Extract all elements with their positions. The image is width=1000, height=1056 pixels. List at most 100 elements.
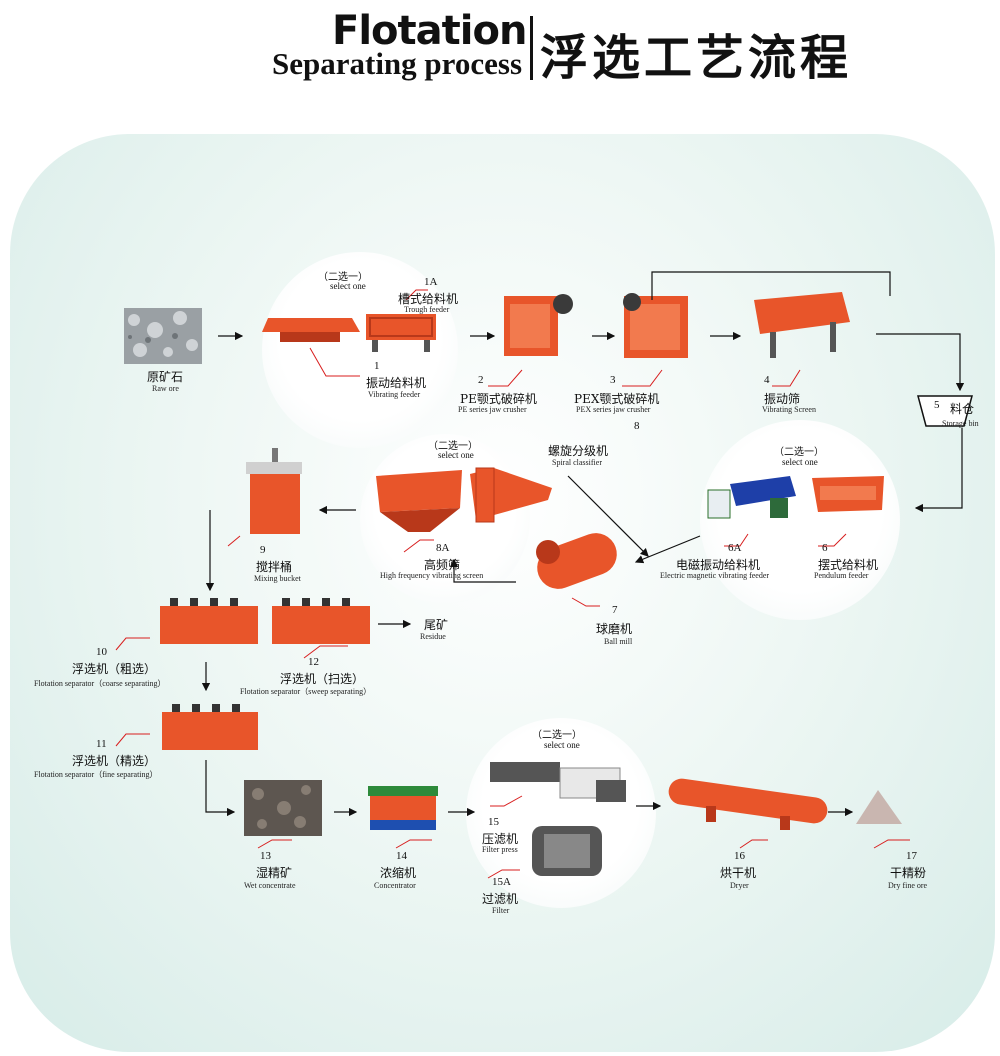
pe-jaw-crusher-machine — [504, 294, 573, 356]
step-9-en: Mixing bucket — [254, 574, 301, 583]
step-13-en: Wet concentrate — [244, 881, 296, 890]
step-6-en: Pendulum feeder — [814, 571, 869, 580]
step-8-cn: 螺旋分级机 — [548, 444, 609, 458]
step-15a-en: Filter — [492, 906, 510, 915]
step-11-en: Flotation separator（fine separating） — [34, 770, 158, 779]
step-15a-cn: 过滤机 — [482, 892, 519, 906]
raw-ore-cn: 原矿石 — [147, 370, 184, 384]
residue-cn: 尾矿 — [424, 618, 449, 632]
step-11-cn: 浮选机（精选） — [72, 754, 157, 768]
step-10-number: 10 — [96, 646, 107, 658]
step-16-number: 16 — [734, 850, 745, 862]
flotation-sweep-machine — [272, 598, 370, 644]
select-one-cn-filters: （二选一） — [532, 730, 582, 741]
step-5-number: 5 — [934, 399, 940, 411]
step-8a-en: High frequency vibrating screen — [380, 571, 484, 580]
wet-concentrate-image — [244, 780, 322, 836]
raw-ore-image — [124, 308, 202, 364]
step-12-cn: 浮选机（扫选） — [280, 672, 365, 686]
vibrating-screen-machine — [754, 292, 850, 358]
step-13-number: 13 — [260, 850, 271, 862]
step-2-number: 2 — [478, 374, 484, 386]
step-6a-en: Electric magnetic vibrating feeder — [660, 571, 770, 580]
step-1a-en: Trough feeder — [404, 305, 450, 314]
select-one-cn-feeders: （二选一） — [318, 272, 368, 283]
ball-mill-machine — [536, 533, 617, 589]
screen-return-line — [651, 271, 891, 300]
select-one-en-feeders: select one — [330, 281, 366, 291]
select-one-cn-pendulum: （二选一） — [774, 447, 824, 458]
step-14-en: Concentrator — [374, 881, 416, 890]
dryer-machine — [668, 778, 828, 830]
bubble-pendulum — [700, 420, 900, 620]
step-17-number: 17 — [906, 850, 917, 862]
high-frequency-screen-machine — [376, 470, 462, 532]
step-9-number: 9 — [260, 544, 266, 556]
title-english-line2: Separating process — [272, 46, 523, 81]
step-14-cn: 浓缩机 — [380, 866, 417, 880]
step-4-cn: 振动筛 — [764, 392, 801, 406]
title-divider — [530, 16, 533, 80]
concentrator-machine — [368, 786, 438, 830]
step-3-en: PEX series jaw crusher — [576, 405, 651, 414]
vibrating-feeder-machine — [262, 318, 360, 342]
select-one-cn-screens: （二选一） — [428, 441, 478, 452]
pendulum-feeder-machine — [812, 476, 884, 512]
filter-press-machine — [490, 762, 626, 802]
step-6-number: 6 — [822, 542, 828, 554]
step-3-number: 3 — [610, 374, 616, 386]
vacuum-filter-machine — [532, 826, 602, 876]
step-15-number: 15 — [488, 816, 499, 828]
step-10-cn: 浮选机（粗选） — [72, 662, 157, 676]
step-3-cn: PEX颚式破碎机 — [574, 392, 660, 406]
title-chinese: 浮选工艺流程 — [540, 30, 853, 86]
step-8-number: 8 — [634, 420, 640, 432]
step-16-cn: 烘干机 — [720, 866, 757, 880]
flotation-fine-machine — [162, 704, 258, 750]
step-2-en: PE series jaw crusher — [458, 405, 527, 414]
select-one-en-pendulum: select one — [782, 457, 818, 467]
step-5-cn: 料仓 — [950, 402, 975, 416]
step-6-cn: 摆式给料机 — [818, 558, 879, 572]
step-10-en: Flotation separator（coarse separating） — [34, 679, 166, 688]
trough-feeder-machine — [366, 314, 436, 352]
mixing-bucket-machine — [246, 448, 302, 534]
step-4-number: 4 — [764, 374, 770, 386]
step-12-en: Flotation separator（sweep separating） — [240, 687, 372, 696]
bubble-filters — [466, 718, 656, 908]
step-7-en: Ball mill — [604, 637, 633, 646]
title-english-line1: Flotation — [332, 8, 527, 54]
step-7-number: 7 — [612, 604, 618, 616]
step-13-cn: 湿精矿 — [256, 866, 293, 880]
step-4-en: Vibrating Screen — [762, 405, 816, 414]
step-12-number: 12 — [308, 656, 319, 668]
step-15-cn: 压滤机 — [482, 832, 519, 846]
step-17-cn: 干精粉 — [890, 866, 927, 880]
step-1-cn: 振动给料机 — [366, 376, 427, 390]
step-1-number: 1 — [374, 360, 380, 372]
step-6a-cn: 电磁振动给料机 — [676, 558, 761, 572]
step-1a-number: 1A — [424, 276, 438, 288]
storage-bin-shape — [917, 395, 973, 427]
step-8a-cn: 高频筛 — [424, 558, 461, 572]
step-2-cn: PE颚式破碎机 — [460, 392, 537, 406]
step-7-cn: 球磨机 — [596, 622, 633, 636]
step-8-en: Spiral classifier — [552, 458, 602, 467]
step-15a-number: 15A — [492, 876, 511, 888]
raw-ore-en: Raw ore — [152, 384, 179, 393]
step-16-en: Dryer — [730, 881, 749, 890]
spiral-classifier-machine — [470, 467, 552, 523]
electromagnetic-feeder-machine — [707, 476, 796, 519]
step-6a-number: 6A — [728, 542, 742, 554]
step-8a-number: 8A — [436, 542, 450, 554]
step-5-en: Storage bin — [942, 419, 979, 428]
pex-jaw-crusher-machine — [623, 293, 688, 358]
select-one-en-filters: select one — [544, 740, 580, 750]
step-14-number: 14 — [396, 850, 407, 862]
step-17-en: Dry fine ore — [888, 881, 928, 890]
step-1a-cn: 槽式给料机 — [398, 292, 459, 306]
flotation-coarse-machine — [160, 598, 258, 644]
select-one-en-screens: select one — [438, 450, 474, 460]
